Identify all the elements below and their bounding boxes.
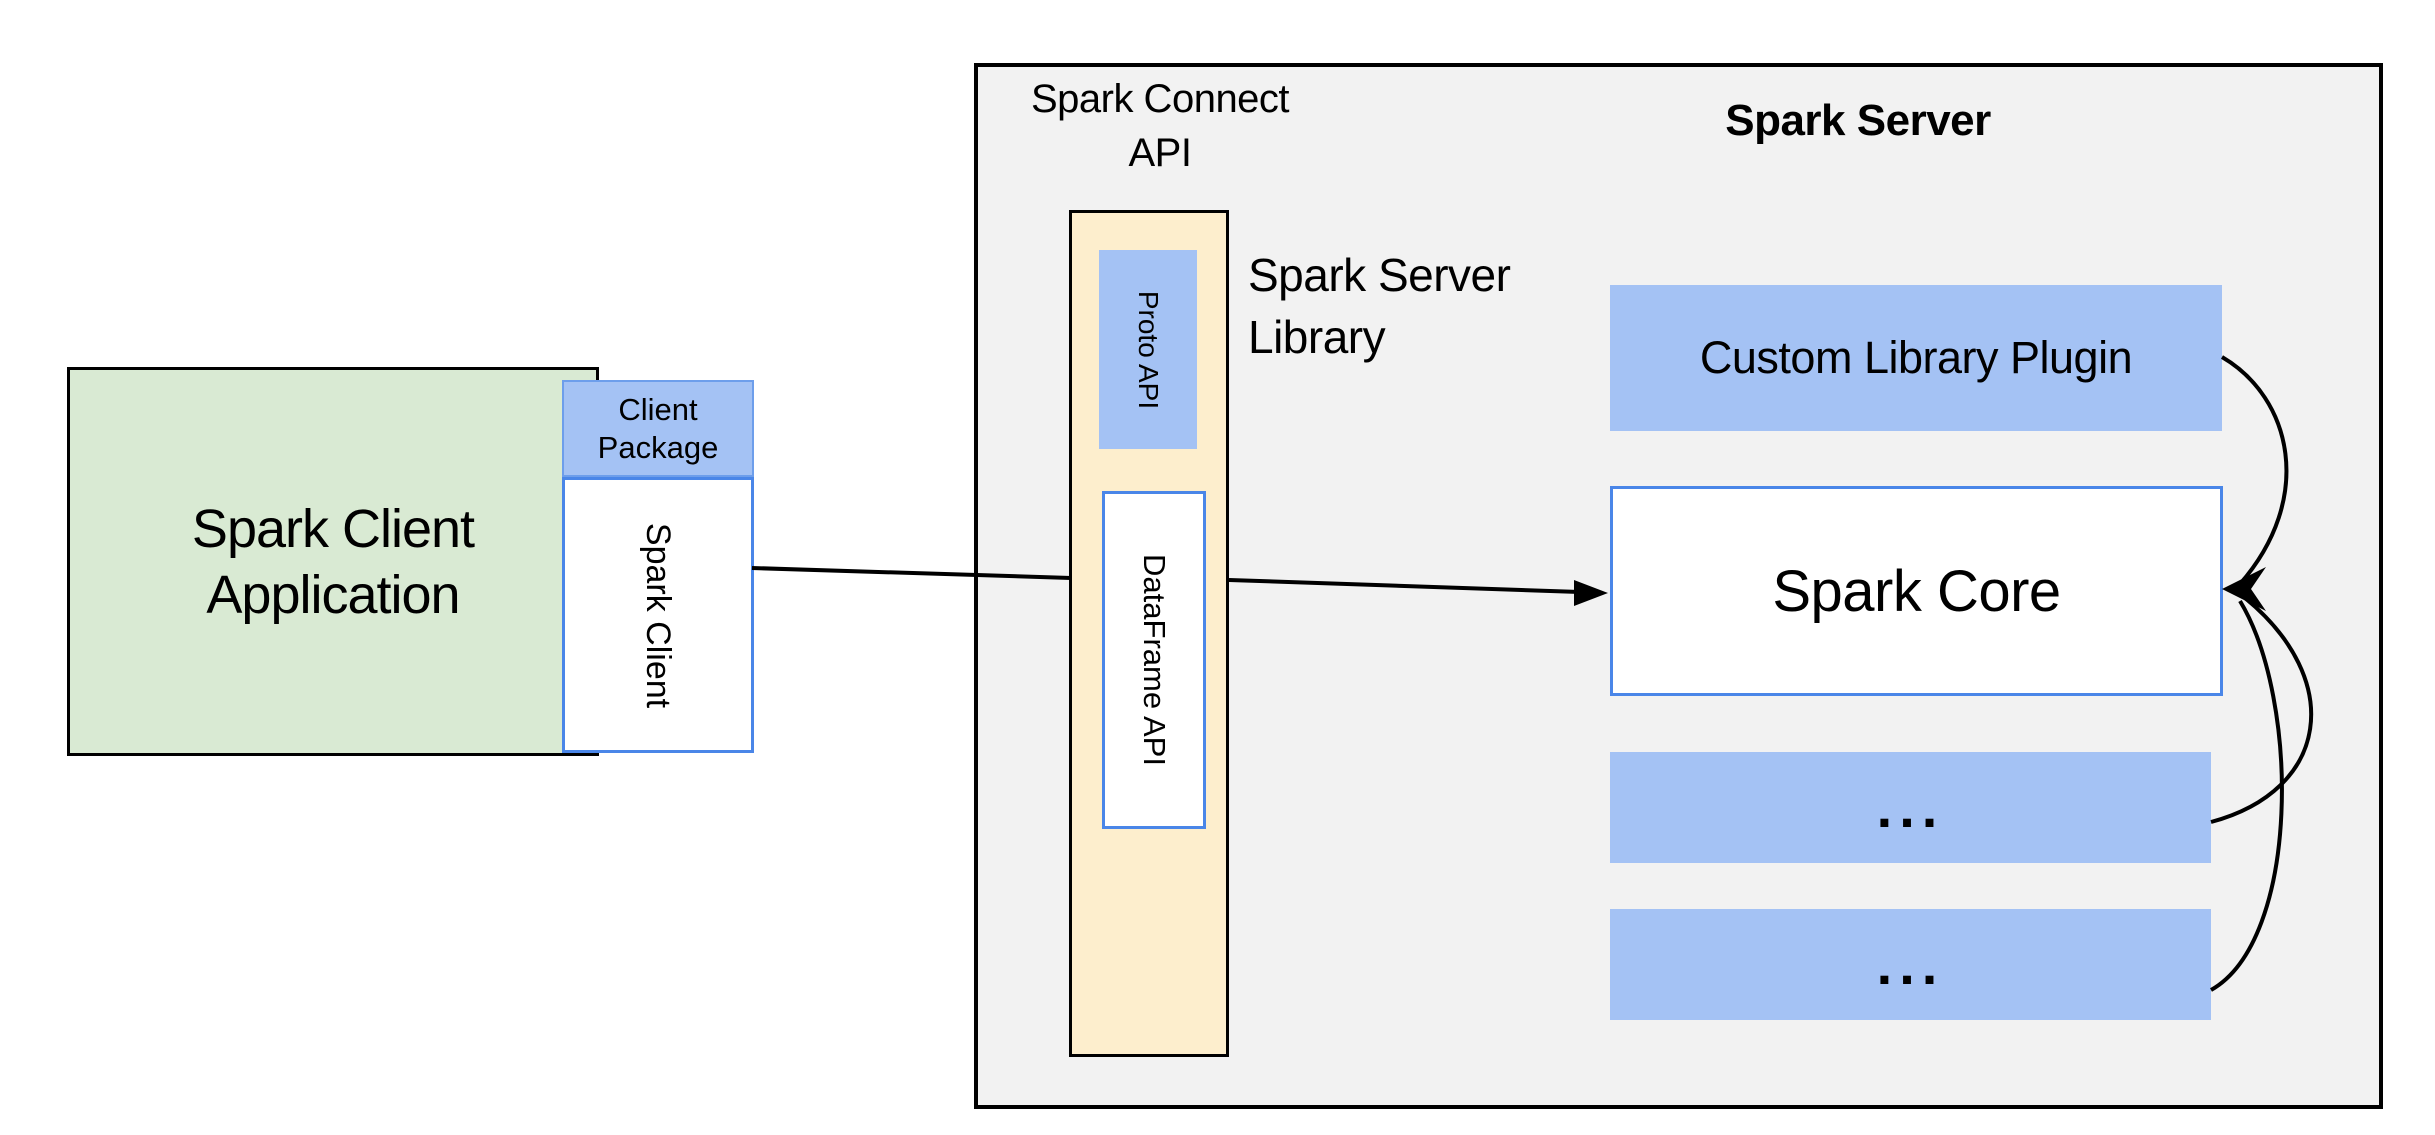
spark-server-title: Spark Server (1725, 96, 1991, 145)
proto-api-box: Proto API (1099, 250, 1197, 449)
dataframe-api-box: DataFrame API (1102, 491, 1206, 829)
spark-connect-api-label: Spark Connect API (1030, 77, 1290, 175)
spark-client-application-label: Spark Client Application (191, 498, 475, 625)
spark-client-box: Spark Client (562, 477, 754, 753)
ellipsis-label-2: ... (1876, 932, 1945, 996)
spark-core-label: Spark Core (1772, 558, 2061, 624)
ellipsis-label-1: ... (1876, 775, 1945, 839)
plugin-placeholder-box-2: ... (1610, 909, 2211, 1020)
client-package-label: Client Package (597, 391, 719, 465)
spark-client-application-box: Spark Client Application (67, 367, 599, 756)
custom-library-plugin-label: Custom Library Plugin (1699, 332, 2133, 383)
spark-client-label: Spark Client (639, 522, 678, 708)
dataframe-api-label: DataFrame API (1137, 554, 1173, 766)
client-package-box: Client Package (562, 380, 754, 477)
spark-core-box: Spark Core (1610, 486, 2223, 696)
proto-api-label: Proto API (1133, 290, 1165, 409)
spark-server-library-label: Spark Server Library (1248, 249, 1511, 363)
custom-library-plugin-box: Custom Library Plugin (1610, 285, 2222, 431)
plugin-placeholder-box-1: ... (1610, 752, 2211, 863)
